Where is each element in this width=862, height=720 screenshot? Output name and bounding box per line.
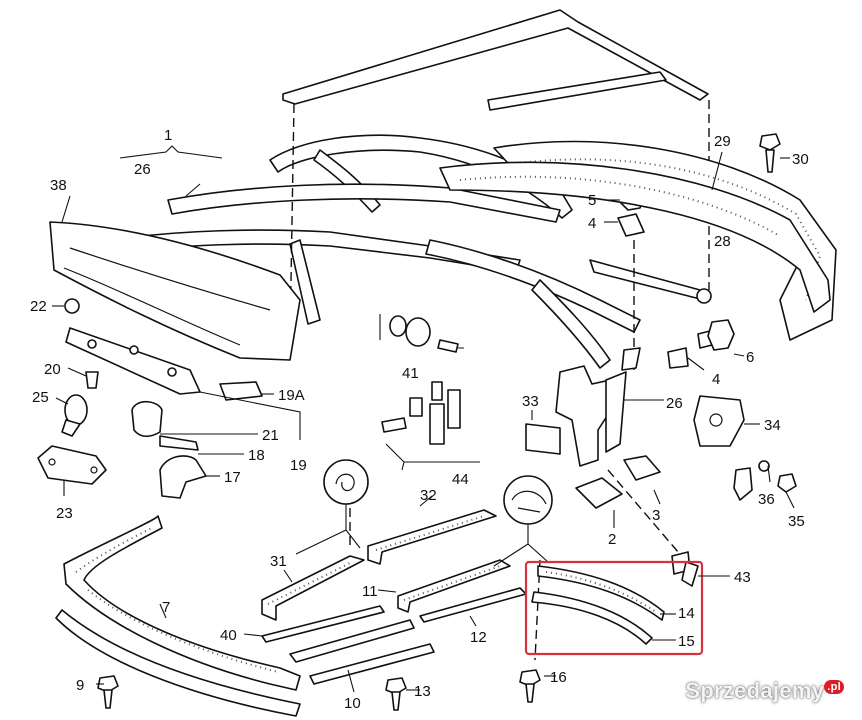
callout-44: 44 — [452, 471, 469, 488]
plates-44 — [381, 381, 461, 445]
callout-23: 23 — [56, 505, 73, 522]
screw-30 — [759, 133, 781, 173]
seal-14-15 — [531, 565, 665, 645]
callout-21: 21 — [262, 427, 279, 444]
folding-frame — [109, 134, 712, 369]
callout-17: 17 — [224, 469, 241, 486]
callout-3: 3 — [652, 507, 660, 524]
callout-26-top: 26 — [134, 161, 151, 178]
front-rail — [65, 327, 201, 395]
screw-6 — [697, 319, 735, 351]
callout-26-hinge: 26 — [666, 395, 683, 412]
callout-34: 34 — [764, 417, 781, 434]
leader-lines — [52, 145, 795, 693]
callout-13: 13 — [414, 683, 431, 700]
callout-36: 36 — [758, 491, 775, 508]
callout-18: 18 — [248, 447, 265, 464]
seal-32 — [367, 509, 497, 565]
callout-25: 25 — [32, 389, 49, 406]
callout-35: 35 — [788, 513, 805, 530]
seal-10 — [289, 619, 435, 685]
callout-labels: 1 26 38 22 20 25 23 19A 21 18 17 19 41 4… — [30, 127, 809, 712]
callout-12: 12 — [470, 629, 487, 646]
header-bow-38 — [49, 221, 301, 361]
callout-33: 33 — [522, 393, 539, 410]
callout-10: 10 — [344, 695, 361, 712]
callout-4-right: 4 — [712, 371, 720, 388]
callout-31: 31 — [270, 553, 287, 570]
seal-7 — [55, 515, 301, 717]
rear-seal-28-29 — [439, 140, 837, 341]
highlight-box — [524, 560, 704, 656]
top-cover — [282, 9, 709, 111]
watermark-logo: Sprzedajemy.pl — [685, 678, 844, 704]
callout-7: 7 — [162, 599, 170, 616]
callout-29: 29 — [714, 133, 731, 150]
callout-6: 6 — [746, 349, 754, 366]
bushing-41 — [389, 315, 459, 353]
screws-bottom — [97, 669, 541, 711]
screw-43 — [671, 551, 699, 587]
callout-32: 32 — [420, 487, 437, 504]
callout-5: 5 — [588, 192, 596, 209]
main-hinge — [525, 347, 689, 509]
callout-15: 15 — [678, 633, 695, 650]
callout-14: 14 — [678, 605, 695, 622]
detail-circles — [295, 459, 553, 567]
seal-11 — [397, 559, 511, 613]
latch-34 — [693, 395, 797, 501]
watermark-text: Sprzedajemy — [685, 678, 825, 703]
callout-43: 43 — [734, 569, 751, 586]
callout-1: 1 — [164, 127, 172, 144]
seal-31 — [261, 555, 365, 621]
callout-19: 19 — [290, 457, 307, 474]
callout-20: 20 — [44, 361, 61, 378]
callout-40: 40 — [220, 627, 237, 644]
callout-19a: 19A — [278, 387, 305, 404]
callout-9: 9 — [76, 677, 84, 694]
callout-11: 11 — [362, 583, 378, 600]
callout-30: 30 — [792, 151, 809, 168]
callout-16: 16 — [550, 669, 567, 686]
watermark-tld: .pl — [824, 679, 844, 694]
seal-40 — [261, 605, 385, 643]
callout-28: 28 — [714, 233, 731, 250]
callout-2: 2 — [608, 531, 616, 548]
callout-41: 41 — [402, 365, 419, 382]
callout-38: 38 — [50, 177, 67, 194]
callout-22: 22 — [30, 298, 47, 315]
small-parts-left — [37, 298, 263, 499]
callout-4-top: 4 — [588, 215, 596, 232]
